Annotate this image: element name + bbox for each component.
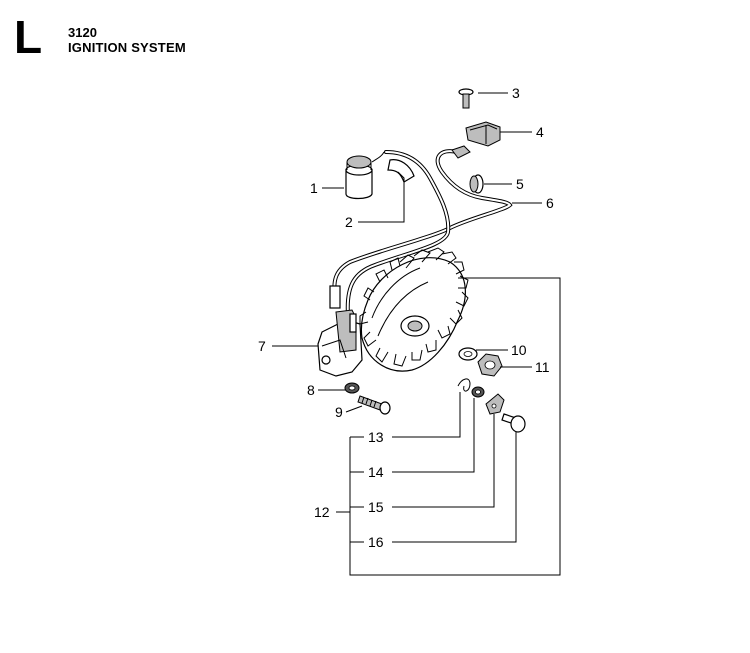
callout-14: 14 — [368, 464, 384, 480]
callout-10: 10 — [511, 342, 527, 358]
model-number: 3120 — [68, 25, 97, 40]
callout-7: 7 — [258, 338, 266, 354]
callout-4: 4 — [536, 124, 544, 140]
callout-11: 11 — [535, 359, 550, 375]
callout-3: 3 — [512, 85, 520, 101]
section-title: IGNITION SYSTEM — [68, 40, 186, 55]
part-7-ignition-module — [317, 285, 363, 377]
callout-5: 5 — [516, 176, 524, 192]
leader-lines — [272, 92, 561, 576]
callout-13: 13 — [368, 429, 384, 445]
part-1-spark-plug-cap — [345, 151, 385, 200]
part-10-washer — [458, 347, 478, 361]
callout-6: 6 — [546, 195, 554, 211]
flywheel — [359, 247, 469, 372]
callout-9: 9 — [335, 404, 343, 420]
part-3-screw — [458, 88, 474, 109]
callout-1: 1 — [310, 180, 318, 196]
part-11-nut — [477, 353, 503, 377]
part-14-washer — [471, 386, 485, 398]
part-16-shoulder-screw — [501, 413, 526, 433]
callout-15: 15 — [368, 499, 384, 515]
section-letter: L — [14, 11, 43, 63]
callout-16: 16 — [368, 534, 384, 550]
callout-12: 12 — [314, 504, 330, 520]
part-4-connector — [465, 121, 501, 147]
callout-labels: 1 2 3 4 5 6 7 8 9 10 11 12 13 14 15 16 — [258, 85, 554, 550]
part-15-pawl — [485, 393, 505, 415]
callout-8: 8 — [307, 382, 315, 398]
part-5-grommet — [469, 174, 484, 194]
part-13-spring — [457, 378, 471, 392]
part-8-washer — [344, 382, 360, 394]
part-9-screw — [357, 395, 391, 415]
callout-2: 2 — [345, 214, 353, 230]
part-6-short-circuit-cable — [332, 145, 513, 302]
